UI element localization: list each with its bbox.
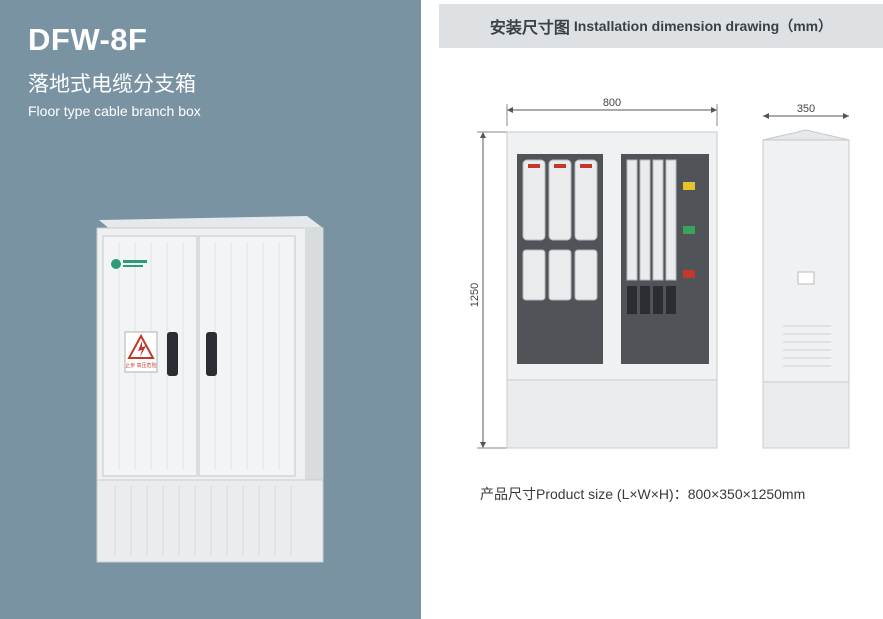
product-size-text: 产品尺寸Product size (L×W×H)：800×350×1250mm	[480, 486, 806, 502]
height-label: 1250	[469, 283, 481, 307]
drawing-header: 安装尺寸图 Installation dimension drawing（mm）	[439, 4, 883, 48]
door-handle-right	[206, 332, 217, 376]
warning-sign	[124, 331, 158, 373]
drawing-title-en: Installation dimension drawing（mm）	[573, 18, 833, 34]
cabinet-photo: 止步 高压危险	[96, 216, 324, 563]
dimension-drawing: 800 350 1250	[469, 97, 850, 449]
width-label: 800	[603, 97, 621, 109]
product-name-en: Floor type cable branch box	[28, 103, 201, 119]
brand-logo-icon	[111, 259, 121, 269]
product-name-cn: 落地式电缆分支箱	[28, 73, 196, 96]
product-panel: DFW-8F 落地式电缆分支箱 Floor type cable branch …	[0, 0, 421, 619]
door-handle-left	[167, 332, 178, 376]
drawing-title-cn: 安装尺寸图	[489, 20, 570, 37]
warning-label: 止步 高压危险	[125, 362, 156, 369]
depth-label: 350	[797, 103, 815, 115]
product-model: DFW-8F	[28, 22, 148, 57]
hazard-icon	[127, 333, 155, 359]
